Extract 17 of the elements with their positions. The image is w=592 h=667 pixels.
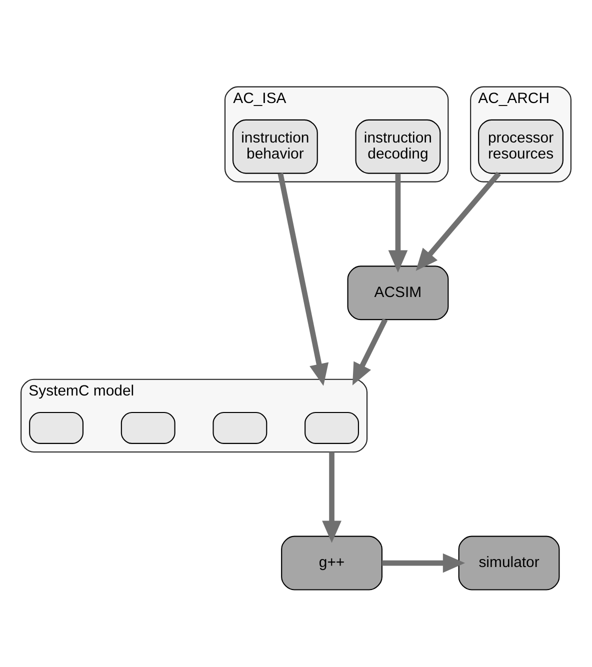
node-box: simulator xyxy=(458,535,560,590)
node-box xyxy=(212,411,268,444)
node-box: instruction behavior xyxy=(232,118,318,174)
node-box: ACSIM xyxy=(347,265,449,320)
node-box xyxy=(29,411,84,444)
node-box: processor resources xyxy=(478,118,564,174)
arrow xyxy=(322,452,342,542)
arrow xyxy=(278,172,329,386)
node-box: g++ xyxy=(281,535,382,590)
node-box xyxy=(120,411,176,444)
arrow xyxy=(352,318,388,385)
node-box xyxy=(304,411,359,444)
arrow xyxy=(382,552,466,572)
arrow xyxy=(416,171,501,270)
cluster: SystemC model xyxy=(20,378,368,452)
node-box: instruction decoding xyxy=(355,118,441,174)
arrow xyxy=(388,172,408,272)
